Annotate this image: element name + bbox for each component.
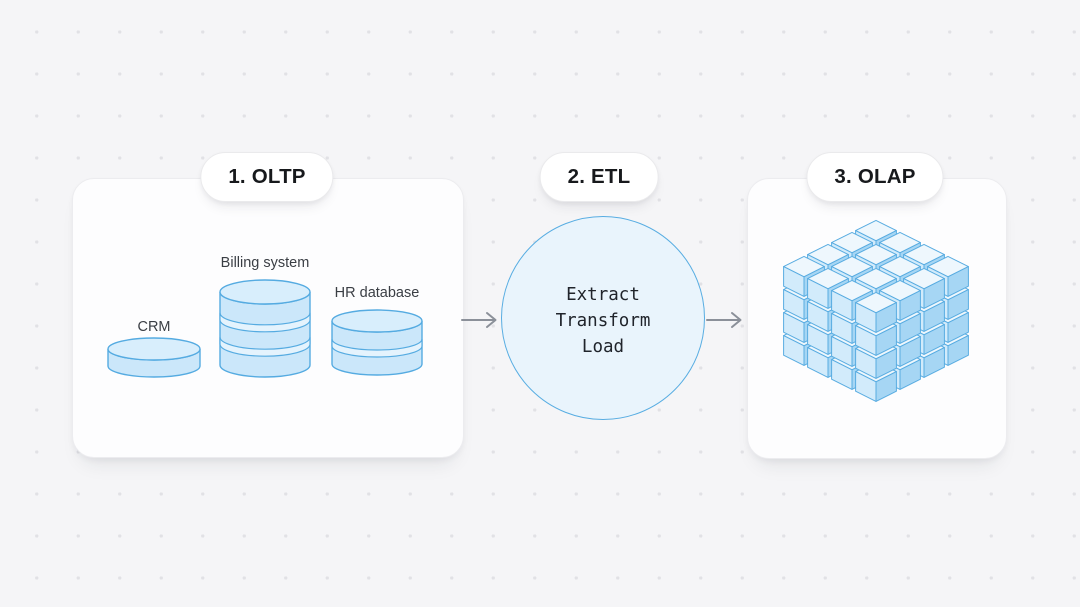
- etl-line-transform: Transform: [555, 310, 651, 331]
- stage-badge-olap-label: 3. OLAP: [834, 165, 916, 188]
- stage-badge-oltp: 1. OLTP: [200, 152, 334, 202]
- oltp-panel: [72, 178, 464, 458]
- etl-line-load: Load: [581, 336, 625, 357]
- olap-panel: [747, 178, 1007, 459]
- etl-circle: Extract Transform Load: [501, 216, 705, 420]
- stage-badge-oltp-label: 1. OLTP: [228, 165, 306, 188]
- stage-badge-etl-label: 2. ETL: [567, 165, 631, 188]
- arrow-etl-to-olap: [706, 312, 742, 328]
- etl-line-extract: Extract: [566, 284, 640, 305]
- arrow-oltp-to-etl: [461, 312, 497, 328]
- stage-badge-etl: 2. ETL: [539, 152, 659, 202]
- stage-badge-olap: 3. OLAP: [806, 152, 944, 202]
